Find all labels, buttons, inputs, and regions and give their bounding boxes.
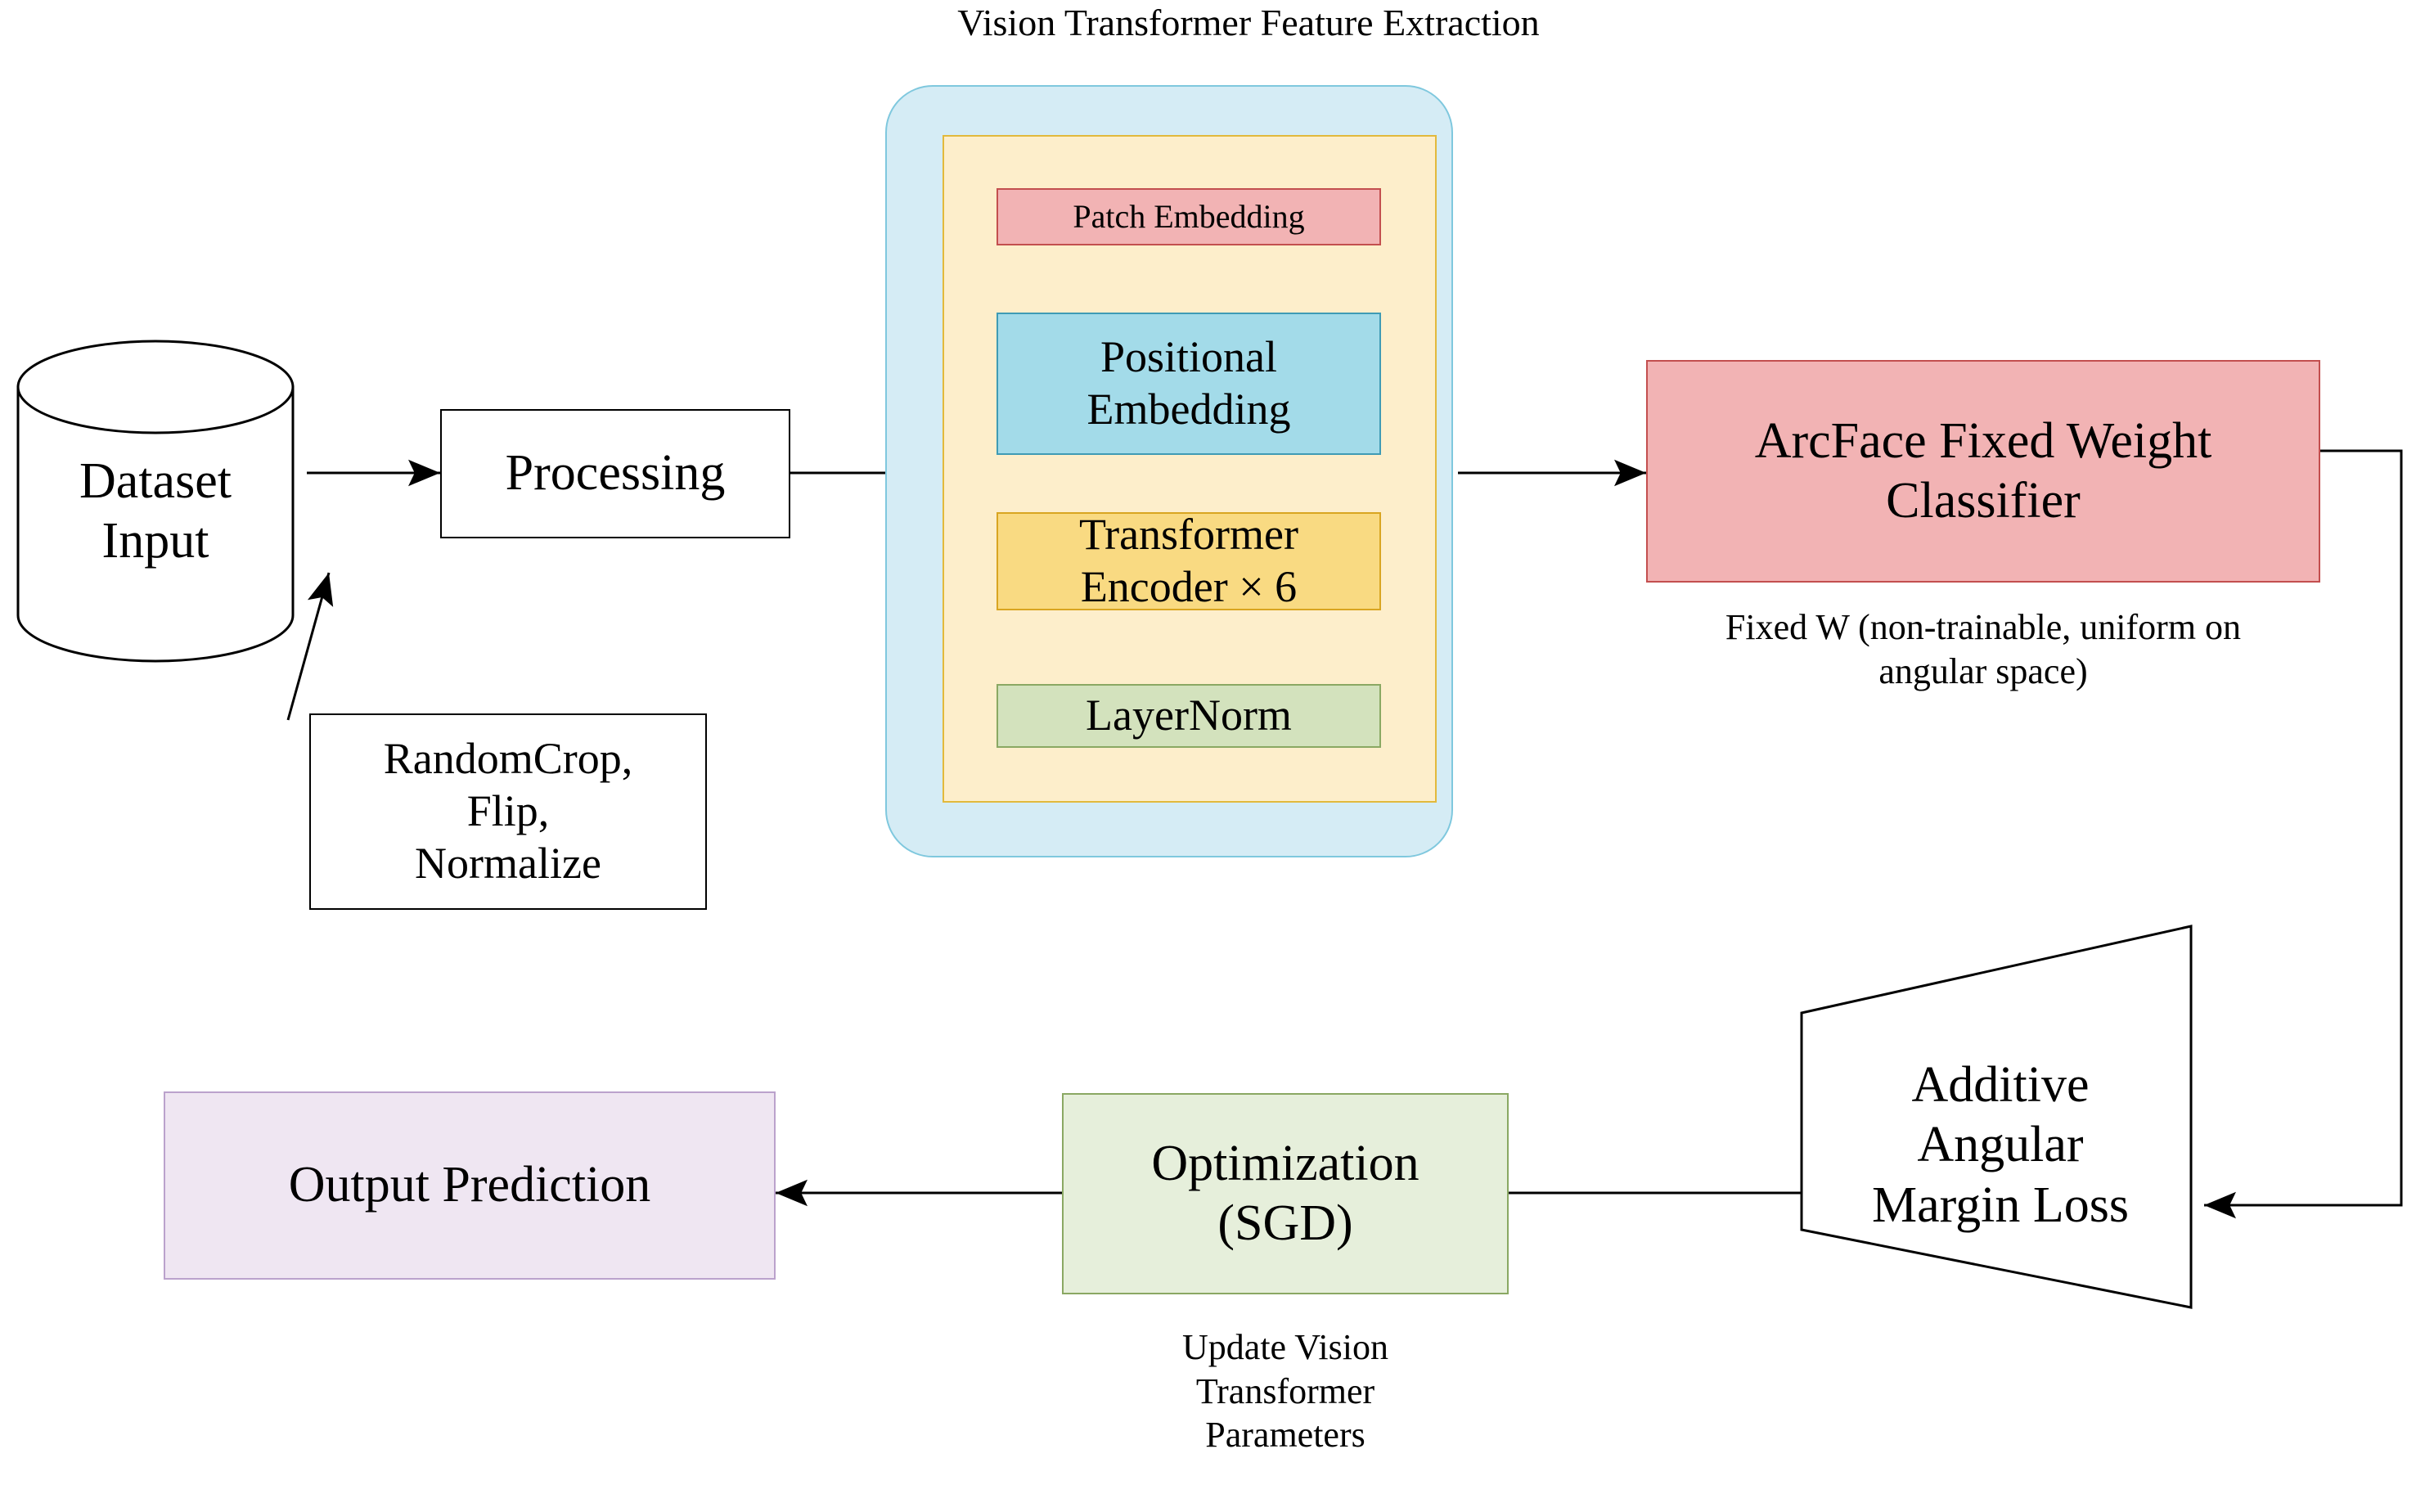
optimization-caption: Update Vision Transformer Parameters [1182,1327,1388,1456]
arcface-caption: Fixed W (non-trainable, uniform on angul… [1725,607,2242,691]
dataset-input-cylinder [16,340,295,663]
node-arcface-classifier: ArcFace Fixed Weight Classifier [1646,360,2320,583]
node-output-prediction: Output Prediction [164,1091,776,1280]
diagram-title: Vision Transformer Feature Extraction [957,2,1540,43]
node-positional-embedding: Positional Embedding [997,313,1381,455]
node-processing: Processing [440,409,790,538]
node-dataset-input: Dataset Input [79,452,232,569]
edge-augment-to-processing [286,572,334,721]
edge-arcface-to-marginloss [2204,449,2403,1219]
node-transformer-encoder: Transformer Encoder × 6 [997,510,1381,611]
node-layernorm: LayerNorm [997,684,1381,748]
node-margin-loss-label: Additive Angular Margin Loss [1871,1057,2130,1233]
node-patch-embedding: Patch Embedding [997,188,1381,245]
node-optimization: Optimization (SGD) [1062,1093,1509,1294]
margin-loss-trapezoid [1800,925,2193,1309]
node-augmentation: RandomCrop, Flip, Normalize [309,713,707,910]
